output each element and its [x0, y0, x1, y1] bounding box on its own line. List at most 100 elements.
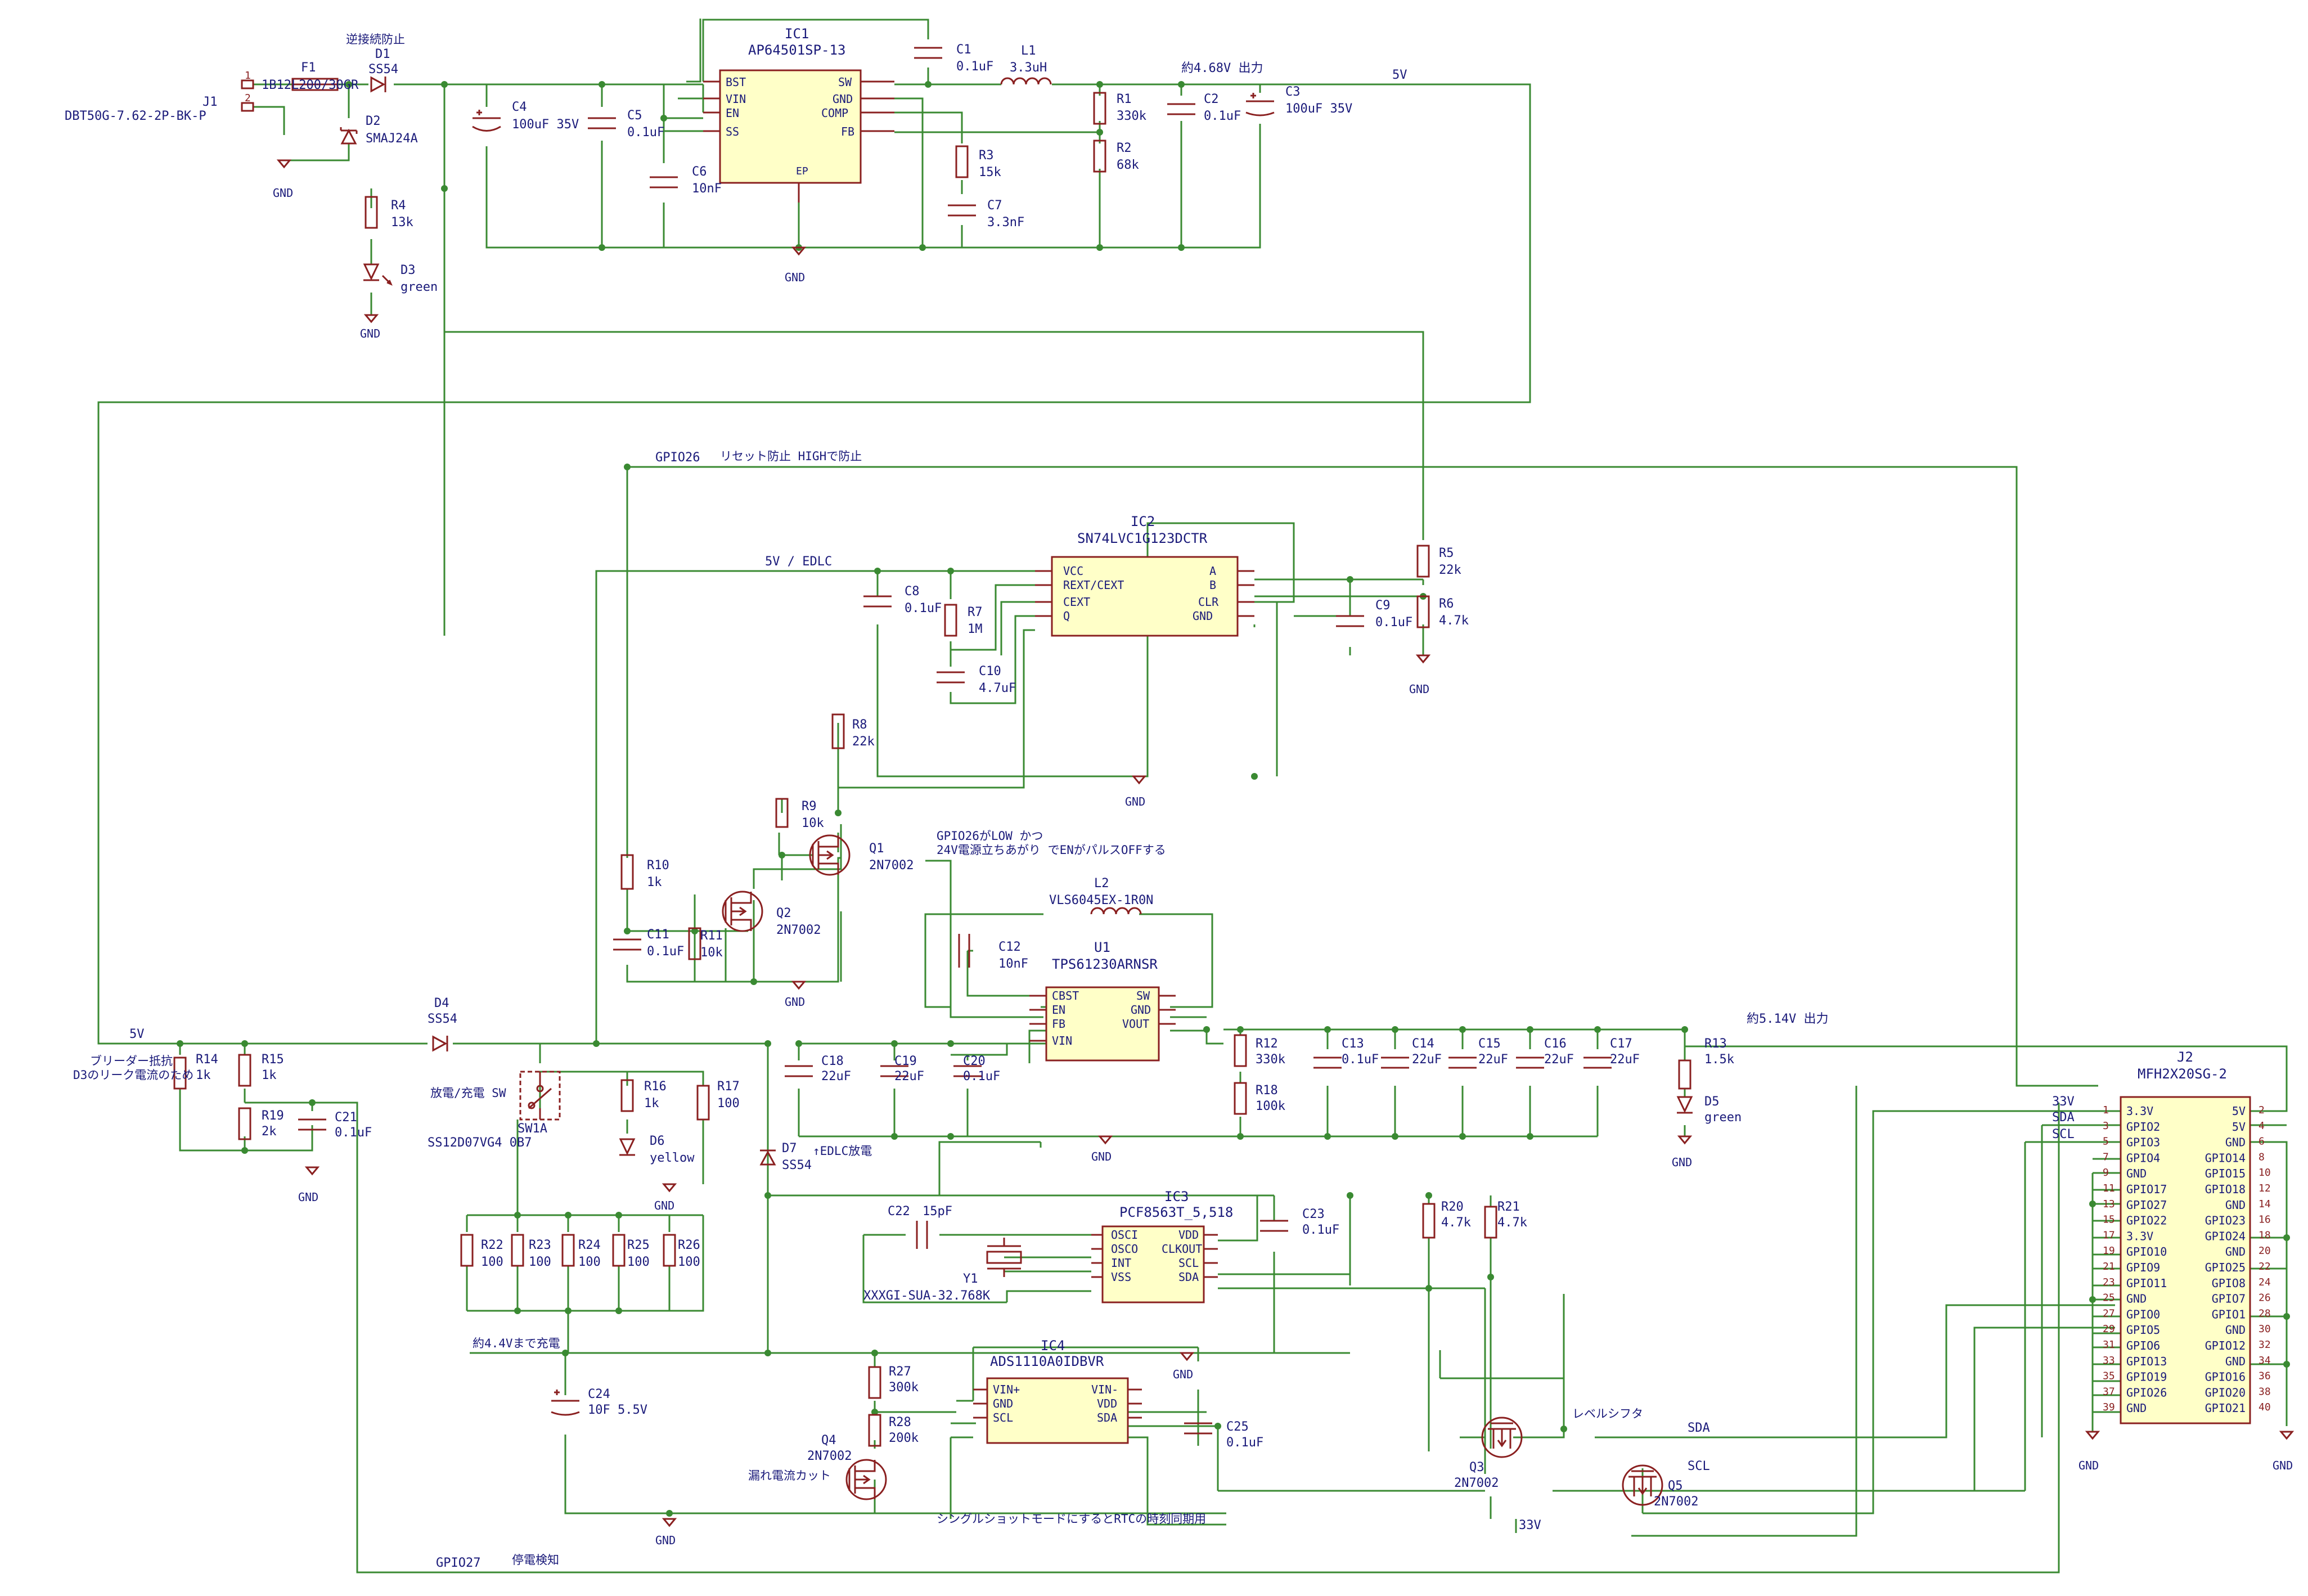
sw1a-ref: SW1A: [518, 1122, 547, 1136]
l2-part: VLS6045EX-1R0N: [1049, 893, 1153, 907]
ic2-vcc: VCC: [1063, 564, 1083, 578]
wires: [97, 19, 2288, 1573]
r27-val: 300k: [889, 1381, 919, 1395]
q1-part: 2N7002: [869, 858, 914, 873]
d7-ref: D7: [782, 1141, 797, 1156]
d7-note: ↑EDLC放電: [813, 1144, 872, 1158]
c8-ref: C8: [905, 585, 920, 599]
j2-right-pin-number: 10: [2258, 1167, 2271, 1179]
f1-ref: F1: [301, 61, 316, 75]
q5-part: 2N7002: [1654, 1495, 1698, 1509]
resistor-r18: [1234, 1082, 1247, 1115]
mosfet-q5: [1622, 1464, 1663, 1506]
r2-ref: R2: [1117, 141, 1132, 155]
ic1-en: EN: [726, 106, 739, 120]
r14-val: 1k: [196, 1068, 211, 1082]
resistor-r13: [1678, 1059, 1691, 1090]
j2-ref: J2: [2177, 1049, 2193, 1065]
q4-note: 漏れ電流カット: [748, 1469, 831, 1482]
mosfet-q2: [722, 891, 763, 932]
resistor-r17: [696, 1085, 710, 1121]
net-sda-in: SDA: [2052, 1111, 2075, 1125]
j2-right-pin-label: GPIO8: [2212, 1276, 2246, 1290]
q1-ref: Q1: [869, 842, 884, 856]
gnd-4: GND: [1409, 682, 1429, 696]
j2-right-pin-number: 38: [2258, 1386, 2271, 1397]
ic3-osco: OSCO: [1111, 1242, 1138, 1256]
ic4-vdd: VDD: [1097, 1397, 1117, 1410]
c18-ref: C18: [821, 1054, 844, 1068]
j2-left-pin-label: GND: [2126, 1167, 2147, 1180]
r15-ref: R15: [262, 1053, 284, 1067]
j1-pin1: 1: [245, 70, 251, 82]
d1-note: 逆接続防止: [346, 33, 405, 46]
j2-left-pin-label: GPIO2: [2126, 1120, 2160, 1134]
j2-left-pin-number: 29: [2103, 1323, 2115, 1335]
led-d3: [363, 263, 393, 286]
capacitor-c10: [937, 671, 965, 684]
j2-left-pin-number: 39: [2103, 1401, 2115, 1413]
q3-part: 2N7002: [1454, 1476, 1499, 1490]
j2-left-pin-label: 3.3V: [2126, 1229, 2153, 1243]
c23-ref: C23: [1302, 1207, 1325, 1221]
u1-ref: U1: [1094, 939, 1110, 955]
r24-ref: R24: [578, 1238, 601, 1252]
r3-ref: R3: [979, 149, 994, 163]
net-33v-in: 33V: [2052, 1095, 2075, 1109]
j2-left-pin-number: 31: [2103, 1339, 2115, 1351]
capacitor-c20: [953, 1065, 982, 1077]
level-shift-note: レベルシフタ: [1572, 1407, 1643, 1420]
note-en-2: 24V電源立ちあがり でENがパルスOFFする: [937, 843, 1166, 857]
resistor-r15: [238, 1054, 251, 1087]
capacitor-c23: [1260, 1220, 1288, 1232]
ic4-gnd: GND: [993, 1397, 1013, 1410]
c19-val: 22uF: [894, 1069, 924, 1084]
d2-part: SMAJ24A: [366, 132, 418, 146]
ic3-ref: IC3: [1164, 1189, 1189, 1204]
ic4-scl: SCL: [993, 1411, 1013, 1424]
diode-d7: [759, 1149, 776, 1166]
u1-sw: SW: [1136, 989, 1150, 1002]
c1-val: 0.1uF: [956, 60, 993, 74]
j2-left-pin-number: 7: [2103, 1151, 2109, 1163]
j2-left-pin-label: GND: [2126, 1292, 2147, 1306]
c16-val: 22uF: [1544, 1053, 1574, 1067]
r23-ref: R23: [529, 1238, 551, 1252]
r6-val: 4.7k: [1439, 614, 1469, 628]
j2-header-box: [2120, 1096, 2251, 1424]
capacitor-c21: [298, 1118, 326, 1131]
ic1-vin: VIN: [726, 92, 746, 106]
ic2-q: Q: [1063, 609, 1070, 623]
components: [173, 47, 2294, 1527]
c9-ref: C9: [1375, 599, 1391, 613]
j2-right-pin-number: 34: [2258, 1355, 2271, 1366]
d3-val: green: [401, 280, 438, 294]
l1-ref: L1: [1021, 44, 1036, 58]
q3-ref: Q3: [1469, 1460, 1484, 1474]
ic4-vinn: VIN-: [1091, 1383, 1118, 1396]
ic2-b: B: [1209, 578, 1216, 592]
ic3-vss: VSS: [1111, 1270, 1131, 1284]
capacitor-c3: [1245, 93, 1275, 116]
d5-ref: D5: [1704, 1095, 1720, 1109]
r10-ref: R10: [647, 858, 669, 873]
resistor-r16: [620, 1079, 634, 1112]
j2-right-pin-label: GPIO15: [2205, 1167, 2246, 1180]
diode-d4: [432, 1035, 448, 1052]
capacitor-c12: [958, 934, 970, 968]
q5-ref: Q5: [1668, 1479, 1683, 1493]
j2-right-pin-label: GND: [2225, 1198, 2246, 1212]
c21-ref: C21: [335, 1111, 357, 1125]
j2-right-pin-label: GPIO16: [2205, 1370, 2246, 1384]
gpio26-label: GPIO26: [655, 451, 700, 465]
capacitor-c1: [914, 47, 942, 59]
ic3-clkout: CLKOUT: [1162, 1242, 1202, 1256]
c10-val: 4.7uF: [979, 681, 1016, 695]
j2-left-pin-number: 1: [2103, 1104, 2109, 1116]
r19-ref: R19: [262, 1109, 284, 1123]
switch-sw1a: [519, 1071, 561, 1121]
j2-left-pin-number: 27: [2103, 1307, 2115, 1319]
r1-val: 330k: [1117, 109, 1146, 123]
ic2-part: SN74LVC1G123DCTR: [1077, 530, 1208, 546]
